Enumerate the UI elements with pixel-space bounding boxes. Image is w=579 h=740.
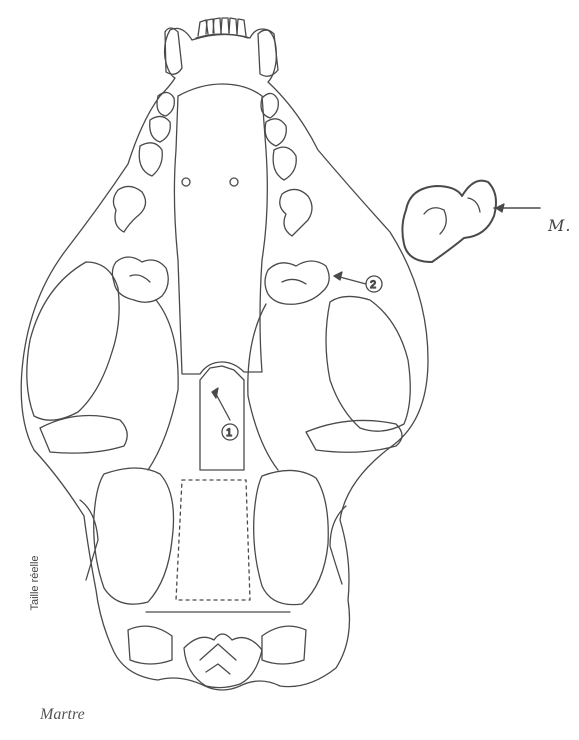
callout-1-number: 1 xyxy=(226,427,232,439)
left-molar xyxy=(112,257,168,302)
species-label: Martre xyxy=(40,706,85,724)
tooth-label: M. xyxy=(548,216,571,235)
skull-outline xyxy=(21,28,428,690)
palate xyxy=(174,84,267,374)
right-molar xyxy=(265,261,329,304)
callout-2-number: 2 xyxy=(370,279,376,291)
left-zygomatic-arch xyxy=(27,262,119,420)
right-premolars xyxy=(261,93,312,236)
isolated-molar xyxy=(402,181,540,262)
callout-1: 1 xyxy=(212,388,238,440)
occipital-condyles xyxy=(184,634,262,688)
left-bulla xyxy=(94,468,174,604)
left-premolars xyxy=(113,92,174,232)
right-bulla xyxy=(254,470,329,604)
callout-2: 2 xyxy=(334,272,382,292)
right-zygomatic-arch xyxy=(326,296,410,431)
scale-label: Taille réelle xyxy=(29,538,45,628)
